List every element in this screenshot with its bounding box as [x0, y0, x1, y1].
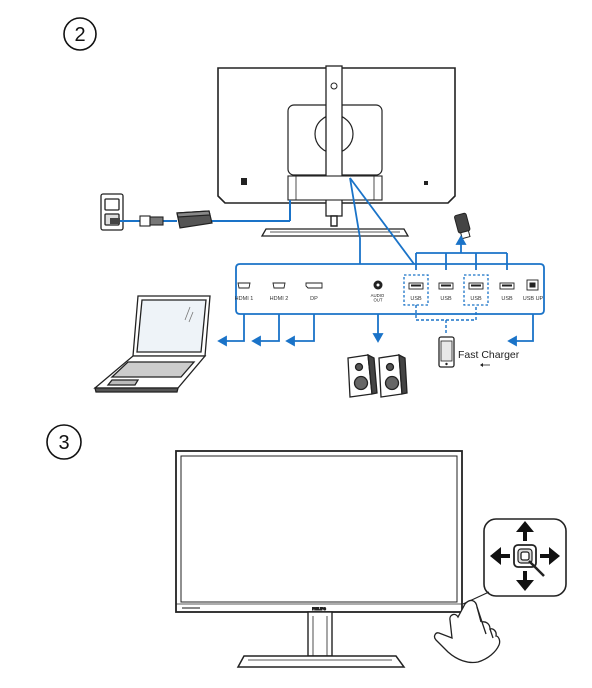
video-input-cables	[217, 314, 315, 347]
fast-charge-bracket	[415, 305, 477, 334]
step-2-badge: 2	[63, 17, 97, 51]
usb-b-label: USB	[440, 296, 452, 302]
usb-stick-icon	[454, 212, 471, 240]
port-panel: HDMI 1 HDMI 2 DP AUDIO OUT USB	[235, 177, 545, 315]
power-cable	[120, 200, 291, 222]
usb-upstream-cable	[507, 314, 534, 347]
smartphone-icon	[438, 336, 455, 368]
usb-up-label: USB UP	[523, 296, 544, 302]
audio-out-line-1: AUDIO	[371, 293, 385, 298]
usb-fast-a-label: USB	[410, 296, 422, 302]
power-outlet-icon	[100, 193, 124, 231]
left-arrow-icon	[490, 547, 510, 565]
step-2-number: 2	[74, 24, 85, 46]
usb-port-c: USB	[499, 282, 515, 302]
up-arrow-icon	[516, 521, 534, 541]
usb-fast-charge-port-b: USB	[468, 282, 484, 302]
usb-port-b: USB	[438, 282, 454, 302]
hdmi2-port: HDMI 2	[270, 282, 289, 302]
audio-out-label: AUDIO OUT	[371, 293, 386, 303]
charge-arrow-icon	[480, 363, 490, 367]
down-arrow-icon	[516, 571, 534, 591]
joystick-icon	[513, 544, 545, 577]
laptop-icon	[93, 295, 211, 393]
usb-upstream-port: USB UP	[523, 279, 544, 302]
brand-label: PHILIPS	[312, 607, 326, 611]
fast-charger-label: Fast Charger	[458, 349, 520, 361]
monitor-front-view: PHILIPS	[175, 450, 463, 668]
usb-hub-bracket	[415, 235, 508, 270]
speakers-icon	[347, 353, 408, 398]
step-3-number: 3	[58, 432, 69, 454]
step-3-badge: 3	[46, 424, 82, 460]
dp-port: DP	[305, 282, 323, 302]
audio-out-line-2: OUT	[373, 298, 382, 303]
hdmi2-label: HDMI 2	[270, 296, 289, 302]
usb-fast-charge-port-a: USB	[408, 282, 424, 302]
power-plug-icon	[139, 215, 164, 227]
audio-out-port: AUDIO OUT	[371, 280, 386, 303]
usb-fast-b-label: USB	[470, 296, 482, 302]
audio-output-cable	[372, 314, 384, 343]
dp-label: DP	[310, 296, 318, 302]
usb-c-label: USB	[501, 296, 513, 302]
monitor-rear-view	[217, 65, 456, 237]
hand-icon	[433, 599, 501, 664]
hdmi1-port: HDMI 1	[235, 282, 254, 302]
right-arrow-icon	[540, 547, 560, 565]
hdmi1-label: HDMI 1	[235, 296, 254, 302]
power-adapter-icon	[176, 210, 213, 229]
